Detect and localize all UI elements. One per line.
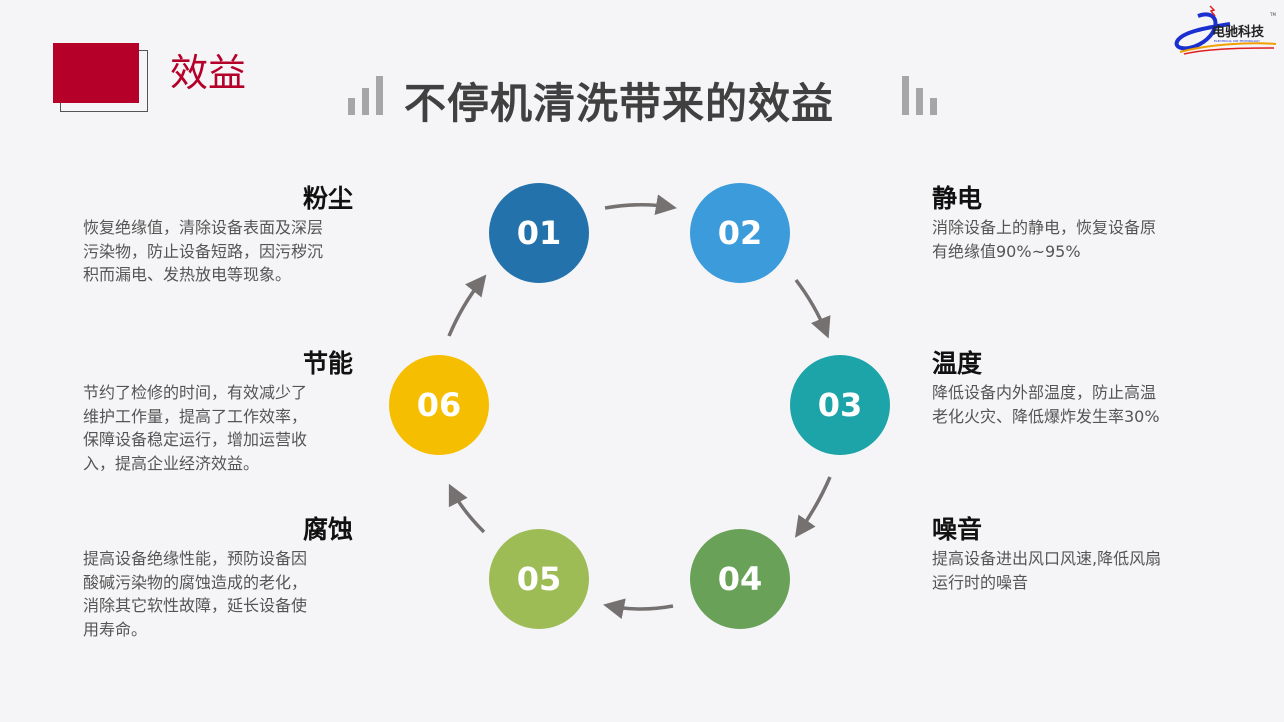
arrow-06-01 — [447, 274, 487, 337]
step-circle-06: 06 — [389, 355, 489, 455]
benefit-dust: 粉尘 恢复绝缘值，清除设备表面及深层污染物，防止设备短路，因污秽沉积而漏电、发热… — [83, 182, 353, 287]
benefit-heading: 温度 — [932, 349, 983, 378]
step-number: 03 — [817, 386, 863, 424]
benefit-desc: 提高设备进出风口风速,降低风扇运行时的噪音 — [932, 549, 1162, 592]
benefit-desc: 降低设备内外部温度，防止高温老化火灾、降低爆炸发生率30% — [932, 383, 1160, 426]
company-logo: 电驰科技 ELECTRICAL DIR TECHNOLOGY TM — [1170, 2, 1280, 56]
benefit-corrosion: 腐蚀 提高设备绝缘性能，预防设备因酸碱污染物的腐蚀造成的老化，消除其它软性故障，… — [83, 513, 353, 641]
step-number: 06 — [416, 386, 462, 424]
arrow-05-06 — [448, 483, 486, 534]
benefit-static: 静电 消除设备上的静电，恢复设备原有绝缘值90%~95% — [932, 182, 1222, 263]
svg-text:TM: TM — [1269, 12, 1276, 17]
step-circle-02: 02 — [690, 183, 790, 283]
page-title: 不停机清洗带来的效益 — [404, 79, 835, 128]
title-deco-bar — [916, 88, 923, 115]
benefit-temperature: 温度 降低设备内外部温度，防止高温老化火灾、降低爆炸发生率30% — [932, 347, 1222, 428]
section-marker — [53, 43, 139, 103]
title-deco-bar — [376, 76, 383, 115]
benefit-heading: 噪音 — [932, 515, 983, 544]
arrow-04-05 — [603, 598, 674, 620]
benefit-desc: 提高设备绝缘性能，预防设备因酸碱污染物的腐蚀造成的老化，消除其它软性故障，延长设… — [83, 549, 308, 639]
arrow-03-04 — [794, 476, 832, 538]
benefit-heading: 节能 — [302, 349, 353, 378]
arrow-01-02 — [604, 194, 677, 216]
benefit-heading: 腐蚀 — [302, 515, 353, 544]
step-circle-01: 01 — [489, 183, 589, 283]
title-deco-bar — [348, 98, 355, 115]
benefit-heading: 静电 — [932, 184, 983, 213]
step-number: 05 — [516, 560, 562, 598]
section-label: 效益 — [170, 51, 247, 95]
svg-text:电驰科技: 电驰科技 — [1212, 24, 1265, 40]
title-deco-bar — [902, 76, 909, 115]
step-circle-05: 05 — [489, 529, 589, 629]
benefit-desc: 恢复绝缘值，清除设备表面及深层污染物，防止设备短路，因污秽沉积而漏电、发热放电等… — [83, 218, 324, 284]
title-deco-bar — [930, 98, 937, 115]
benefit-desc: 消除设备上的静电，恢复设备原有绝缘值90%~95% — [932, 218, 1157, 261]
svg-text:ELECTRICAL DIR TECHNOLOGY: ELECTRICAL DIR TECHNOLOGY — [1214, 39, 1260, 43]
benefit-noise: 噪音 提高设备进出风口风速,降低风扇运行时的噪音 — [932, 513, 1222, 594]
title-deco-bar — [362, 88, 369, 115]
step-number: 04 — [717, 560, 763, 598]
arrow-02-03 — [794, 278, 831, 339]
benefit-desc: 节约了检修的时间，有效减少了维护工作量，提高了工作效率，保障设备稳定运行，增加运… — [83, 383, 308, 473]
step-circle-04: 04 — [690, 529, 790, 629]
benefit-energy: 节能 节约了检修的时间，有效减少了维护工作量，提高了工作效率，保障设备稳定运行，… — [83, 347, 353, 475]
step-number: 01 — [516, 214, 562, 252]
step-circle-03: 03 — [790, 355, 890, 455]
benefit-heading: 粉尘 — [302, 184, 353, 213]
step-number: 02 — [717, 214, 763, 252]
